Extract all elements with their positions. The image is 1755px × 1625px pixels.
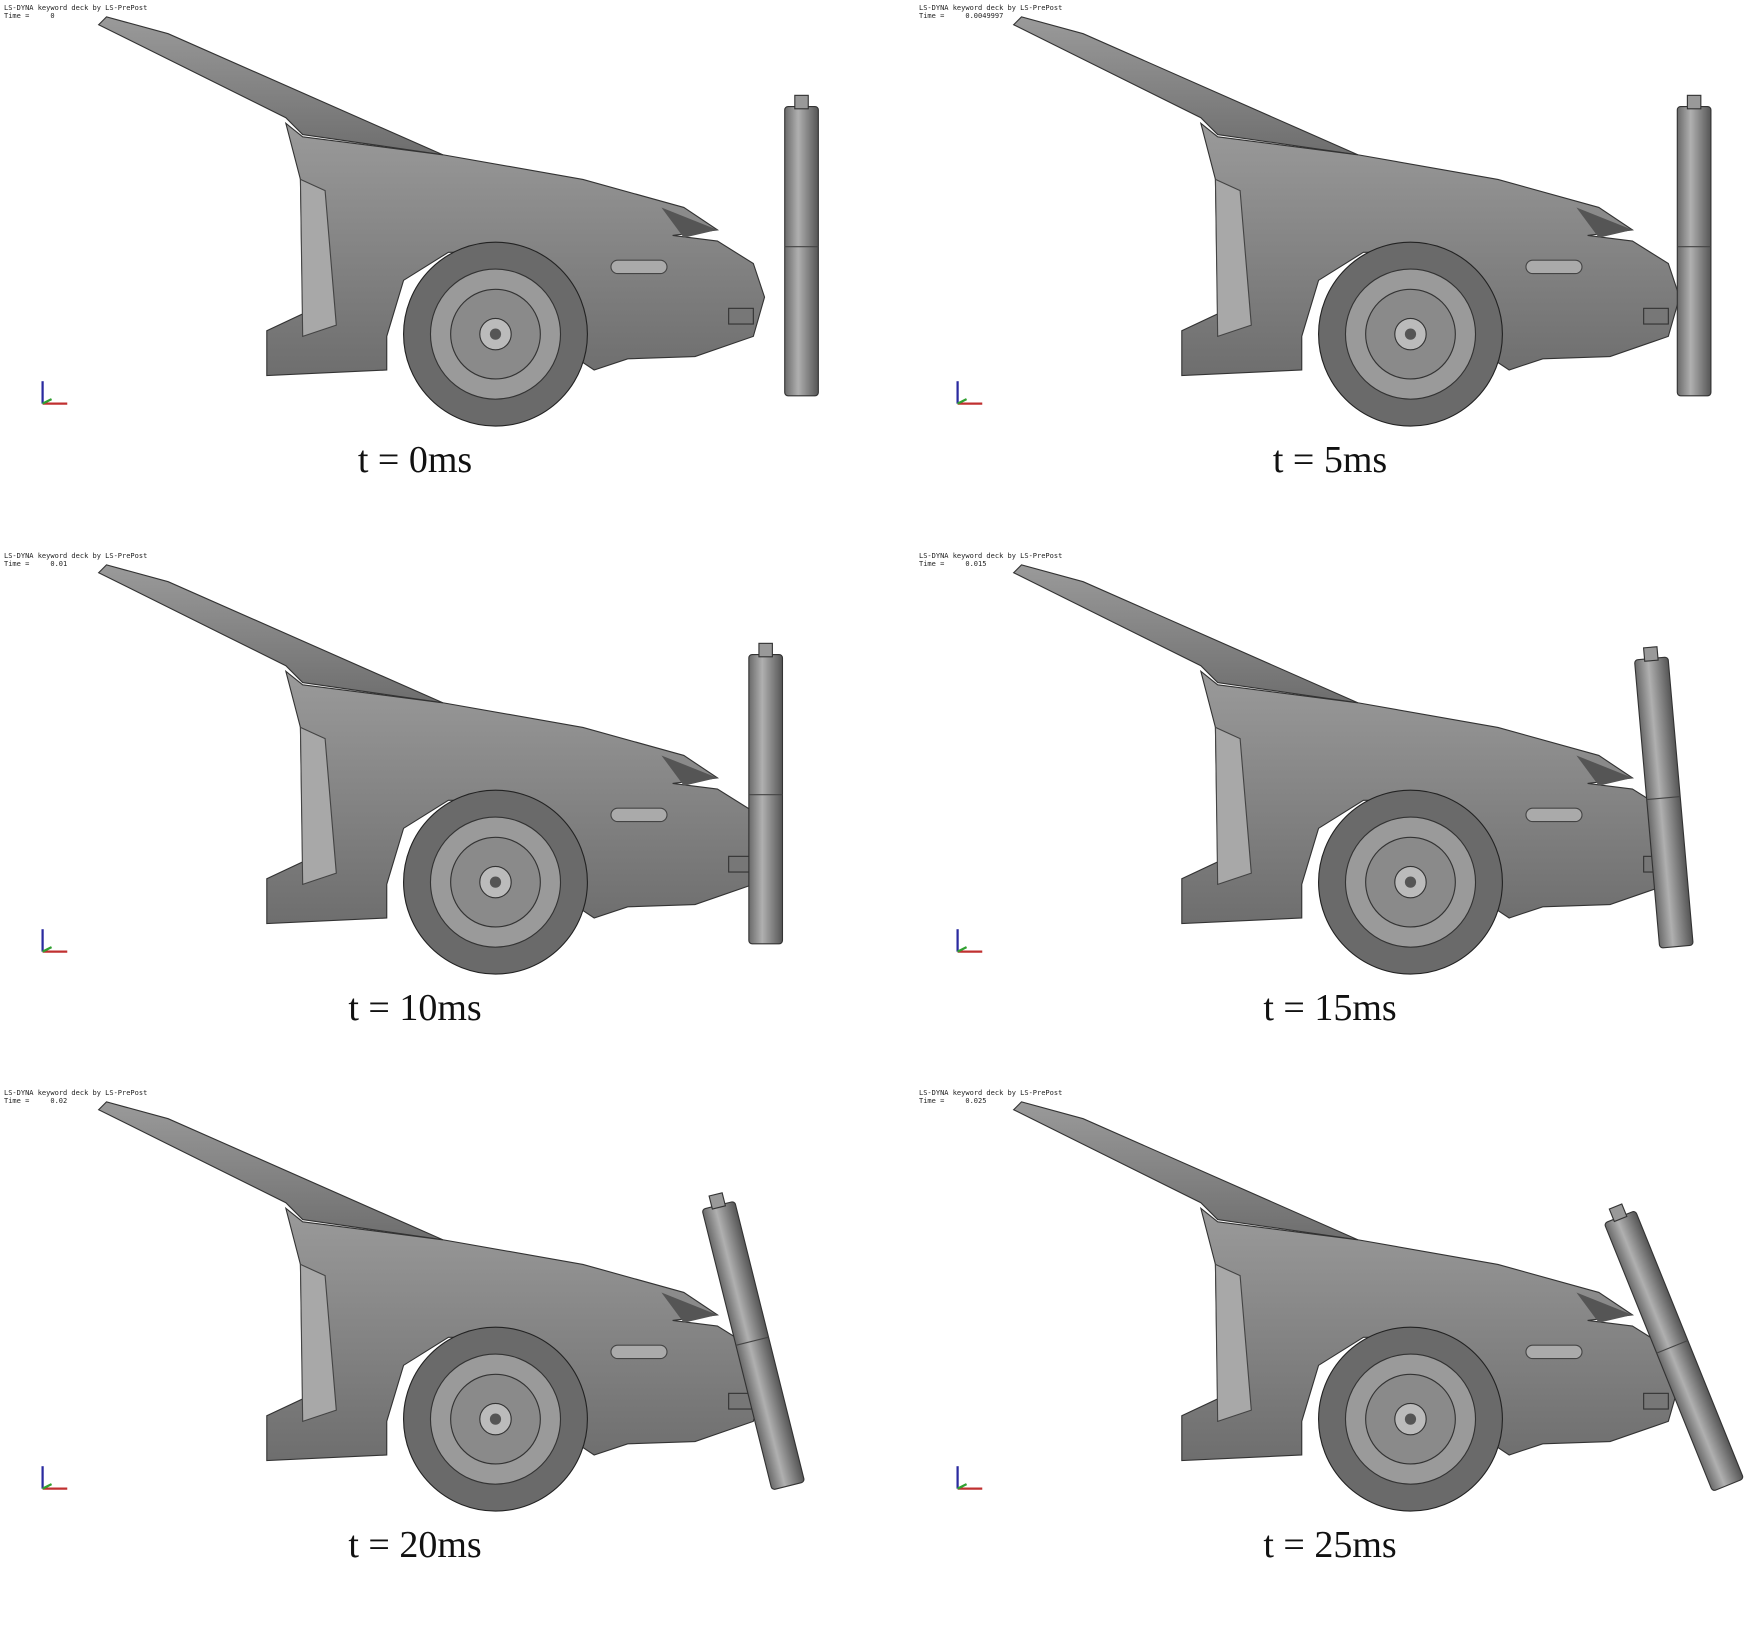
time-caption: t = 25ms bbox=[1263, 1524, 1397, 1566]
impact-pole bbox=[784, 94, 819, 397]
impact-pole bbox=[748, 642, 784, 945]
time-value: 0.025 bbox=[965, 1097, 987, 1105]
time-caption: t = 0ms bbox=[357, 439, 473, 481]
wheel bbox=[403, 1326, 588, 1512]
car-pole-render bbox=[956, 1101, 1744, 1512]
impact-pole bbox=[702, 1192, 805, 1490]
axis-triad-icon bbox=[956, 381, 983, 405]
simulation-frame: LS-DYNA keyword deck by LS-PrePost Time … bbox=[0, 1085, 860, 1625]
time-caption: t = 5ms bbox=[1272, 439, 1388, 481]
solver-header: LS-DYNA keyword deck by LS-PrePost Time … bbox=[4, 1089, 147, 1105]
axis-triad-icon bbox=[956, 1466, 983, 1490]
simulation-frame: LS-DYNA keyword deck by LS-PrePost Time … bbox=[915, 1085, 1755, 1625]
header-text: LS-DYNA keyword deck by LS-PrePost bbox=[919, 552, 1063, 560]
time-value: 0 bbox=[50, 12, 55, 20]
solver-header: LS-DYNA keyword deck by LS-PrePost Time … bbox=[4, 552, 147, 568]
simulation-frame: LS-DYNA keyword deck by LS-PrePost Time … bbox=[915, 548, 1755, 1088]
wheel bbox=[1318, 241, 1503, 427]
time-label: Time = bbox=[4, 12, 30, 20]
solver-header: LS-DYNA keyword deck by LS-PrePost Time … bbox=[4, 4, 147, 20]
wheel bbox=[403, 241, 588, 427]
solver-header: LS-DYNA keyword deck by LS-PrePost Time … bbox=[919, 1089, 1062, 1105]
simulation-frame: LS-DYNA keyword deck by LS-PrePost Time … bbox=[0, 548, 860, 1088]
time-caption: t = 20ms bbox=[348, 1524, 482, 1566]
time-caption: t = 15ms bbox=[1263, 987, 1397, 1029]
wheel bbox=[403, 789, 588, 975]
simulation-frame: LS-DYNA keyword deck by LS-PrePost Time … bbox=[915, 0, 1755, 540]
car-pole-render bbox=[41, 564, 784, 975]
car-pole-render bbox=[956, 16, 1712, 427]
header-text: LS-DYNA keyword deck by LS-PrePost bbox=[4, 1089, 148, 1097]
header-text: LS-DYNA keyword deck by LS-PrePost bbox=[919, 4, 1063, 12]
time-caption: t = 10ms bbox=[348, 987, 482, 1029]
time-label: Time = bbox=[4, 560, 30, 568]
car-pole-render bbox=[41, 16, 819, 427]
time-label: Time = bbox=[4, 1097, 30, 1105]
time-label: Time = bbox=[919, 12, 945, 20]
time-label: Time = bbox=[919, 1097, 945, 1105]
time-label: Time = bbox=[919, 560, 945, 568]
axis-triad-icon bbox=[41, 1466, 68, 1490]
axis-triad-icon bbox=[41, 929, 68, 953]
car-pole-render bbox=[956, 564, 1694, 975]
car-pole-render bbox=[41, 1101, 805, 1512]
impact-pole bbox=[1634, 646, 1694, 949]
impact-pole bbox=[1604, 1203, 1744, 1491]
time-value: 0.015 bbox=[965, 560, 987, 568]
axis-triad-icon bbox=[956, 929, 983, 953]
simulation-frame: LS-DYNA keyword deck by LS-PrePost Time … bbox=[0, 0, 860, 540]
wheel bbox=[1318, 789, 1503, 975]
time-value: 0.0049997 bbox=[965, 12, 1004, 20]
impact-pole bbox=[1676, 94, 1712, 397]
header-text: LS-DYNA keyword deck by LS-PrePost bbox=[919, 1089, 1063, 1097]
header-text: LS-DYNA keyword deck by LS-PrePost bbox=[4, 552, 148, 560]
solver-header: LS-DYNA keyword deck by LS-PrePost Time … bbox=[919, 4, 1062, 20]
solver-header: LS-DYNA keyword deck by LS-PrePost Time … bbox=[919, 552, 1062, 568]
time-value: 0.02 bbox=[50, 1097, 68, 1105]
time-value: 0.01 bbox=[50, 560, 68, 568]
header-text: LS-DYNA keyword deck by LS-PrePost bbox=[4, 4, 148, 12]
axis-triad-icon bbox=[41, 381, 68, 405]
wheel bbox=[1318, 1326, 1503, 1512]
